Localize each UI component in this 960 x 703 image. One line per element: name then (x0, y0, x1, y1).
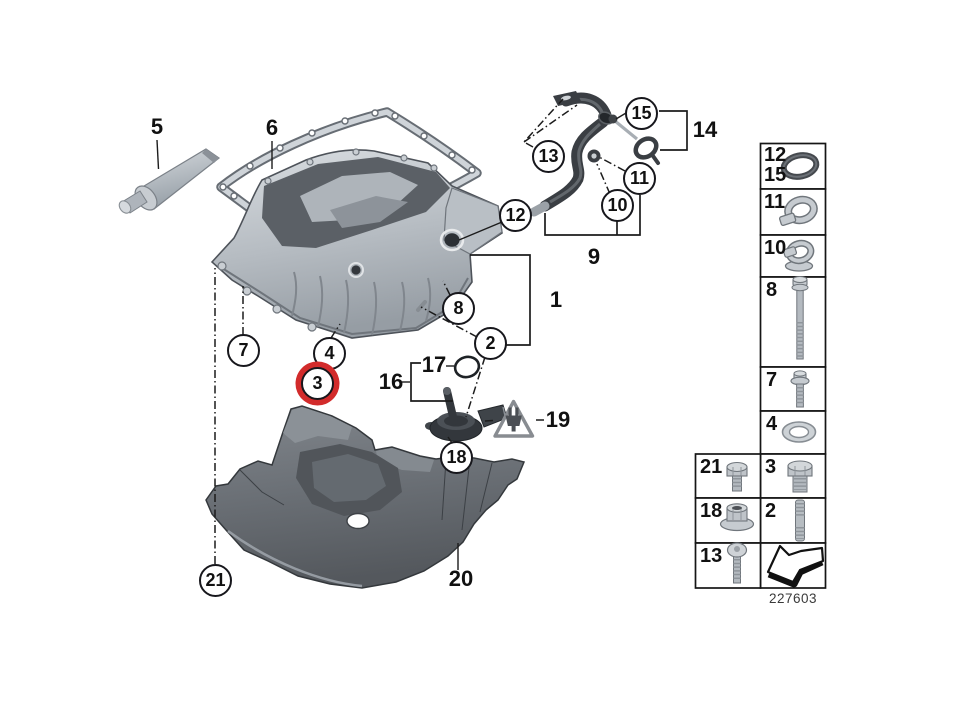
legend-icon-hex-flange-bolt (726, 461, 748, 492)
callout-12[interactable]: 12 (499, 199, 532, 232)
legend-ref-4[interactable]: 4 (766, 413, 778, 435)
legend-icon-tube-clip (778, 195, 818, 227)
group-brackets (410, 110, 688, 402)
legend-ref-12[interactable]: 12 (764, 144, 787, 166)
sealant-tube-illustration (118, 148, 221, 214)
drawing-number: 227603 (768, 591, 818, 606)
legend-icon-torx-screw (726, 542, 748, 584)
label-9[interactable]: 9 (587, 244, 601, 269)
legend-ref-8[interactable]: 8 (766, 279, 778, 301)
legend-icon-sealing-washer (781, 421, 817, 443)
legend-ref-13[interactable]: 13 (700, 545, 723, 567)
callout-11[interactable]: 11 (623, 162, 656, 195)
legend-ref-2[interactable]: 2 (765, 500, 777, 522)
legend-ref-15[interactable]: 15 (764, 164, 787, 186)
sensor-o-ring-illustration (453, 355, 481, 379)
electrical-plug-warning-triangle (493, 399, 535, 438)
label-19[interactable]: 19 (545, 407, 571, 432)
callout-10[interactable]: 10 (601, 189, 634, 222)
legend-icon-long-hex-bolt (791, 276, 809, 360)
legend-icon-tube-clip-grommet (782, 239, 815, 272)
legend-icon-flange-nut (719, 503, 755, 532)
label-20[interactable]: 20 (448, 566, 474, 591)
legend-ref-7[interactable]: 7 (766, 369, 778, 391)
legend-icon-o-ring (780, 152, 820, 180)
label-16[interactable]: 16 (378, 369, 404, 394)
legend-icon-oil-drain-plug (787, 460, 813, 493)
legend-ref-3[interactable]: 3 (765, 456, 777, 478)
legend-icon-flange-screw (790, 370, 810, 408)
oil-level-sensor-illustration (425, 387, 508, 442)
oil-pan-illustration (210, 148, 503, 339)
legend-ref-11[interactable]: 11 (764, 191, 786, 213)
label-5[interactable]: 5 (150, 114, 164, 139)
callout-7[interactable]: 7 (227, 334, 260, 367)
callout-13[interactable]: 13 (532, 140, 565, 173)
callout-8[interactable]: 8 (442, 292, 475, 325)
callout-2[interactable]: 2 (474, 327, 507, 360)
callout-15[interactable]: 15 (625, 97, 658, 130)
label-1[interactable]: 1 (549, 287, 563, 312)
label-17[interactable]: 17 (421, 352, 447, 377)
label-14[interactable]: 14 (692, 117, 718, 142)
dipstick-illustration (608, 114, 660, 165)
label-6[interactable]: 6 (265, 115, 279, 140)
legend-ref-10[interactable]: 10 (764, 237, 787, 259)
acoustic-cover-illustration (205, 405, 526, 589)
callout-3-highlighted[interactable]: 3 (301, 367, 334, 400)
legend-ref-21[interactable]: 21 (700, 456, 723, 478)
callout-21[interactable]: 21 (199, 564, 232, 597)
legend-ref-18[interactable]: 18 (700, 500, 723, 522)
callout-18[interactable]: 18 (440, 441, 473, 474)
legend-icon-stud-bolt (795, 499, 805, 542)
electrical-plug-icon (505, 407, 522, 432)
callout-4[interactable]: 4 (313, 337, 346, 370)
legend-icon-installation-direction-arrow (766, 544, 825, 588)
